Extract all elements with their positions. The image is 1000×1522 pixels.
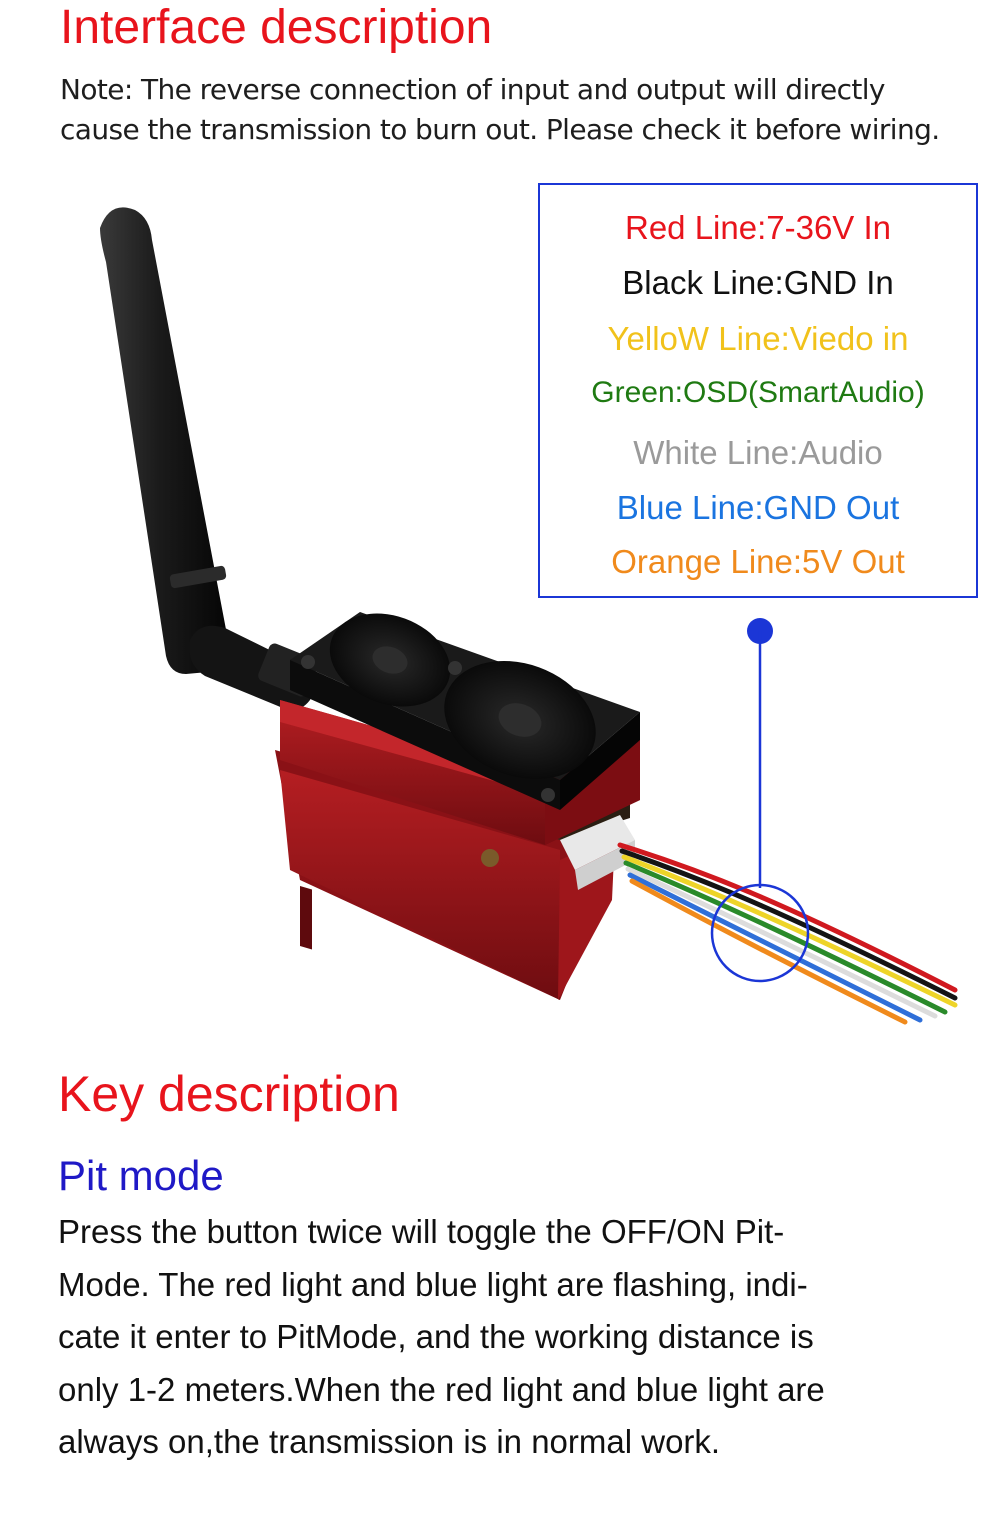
legend-white-line: White Line:Audio bbox=[633, 434, 883, 471]
pit-mode-title: Pit mode bbox=[58, 1152, 224, 1199]
wiring-warning-note: Note: The reverse connection of input an… bbox=[60, 73, 940, 146]
legend-black-line: Black Line:GND In bbox=[622, 264, 894, 301]
legend-red-line: Red Line:7-36V In bbox=[624, 209, 891, 246]
legend-yellow-line: YelloW Line:Viedo in bbox=[607, 320, 909, 357]
antenna-icon bbox=[100, 207, 318, 710]
legend-blue-line: Blue Line:GND Out bbox=[616, 489, 900, 526]
wire-color-legend: Red Line:7-36V In Black Line:GND In Yell… bbox=[538, 183, 978, 598]
fan-left-icon bbox=[329, 613, 451, 707]
legend-green-line: Green:OSD(SmartAudio) bbox=[591, 376, 925, 409]
legend-orange-line: Orange Line:5V Out bbox=[611, 543, 905, 580]
wire-callout bbox=[710, 618, 810, 983]
fan-right-icon bbox=[444, 661, 596, 779]
key-description-title: Key description bbox=[58, 1066, 400, 1122]
wire-bundle bbox=[617, 842, 958, 1025]
page-title: Interface description bbox=[60, 1, 493, 54]
pit-mode-description: Press the button twice will toggle the O… bbox=[58, 1213, 825, 1460]
cooling-fans bbox=[290, 612, 640, 810]
product-illustration bbox=[100, 207, 958, 1025]
